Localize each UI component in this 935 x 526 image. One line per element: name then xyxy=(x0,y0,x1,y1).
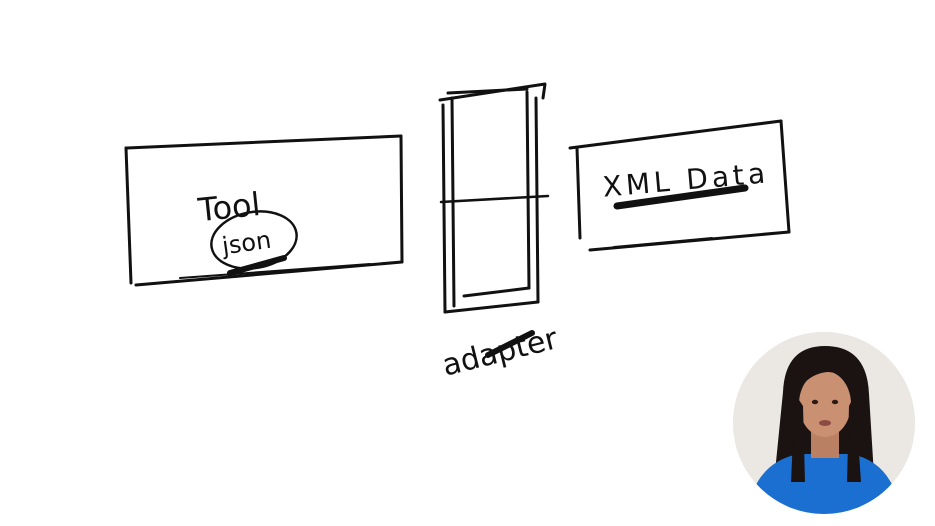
xml-box-bottom-stroke xyxy=(613,237,713,248)
xml-box-top-edge xyxy=(568,119,783,150)
xml-data-underline xyxy=(613,184,749,210)
adapter-underline xyxy=(485,330,535,358)
tool-box-top-edge xyxy=(124,134,403,150)
json-badge-label: json xyxy=(219,226,272,261)
adapter-label: adapter xyxy=(439,321,562,384)
json-underline xyxy=(227,255,287,276)
xml-box-left-edge xyxy=(575,146,582,240)
tool-title: Tool xyxy=(195,185,262,229)
adapter-inner-bottom xyxy=(462,286,531,298)
adapter-top-edge xyxy=(438,82,547,102)
adapter-bottom-edge xyxy=(443,300,540,314)
tool-box-right-edge xyxy=(399,134,404,264)
tool-box: Tool json xyxy=(124,134,404,287)
tool-box-left-edge xyxy=(124,146,133,285)
adapter-inner-top xyxy=(446,87,529,95)
tool-box-bottom-stroke xyxy=(179,263,371,279)
adapter-left-edge-outer xyxy=(441,103,447,314)
adapter-right-edge-outer xyxy=(534,96,540,304)
xml-box-right-edge xyxy=(779,119,791,234)
xml-data-box: XML Data xyxy=(568,119,791,252)
presenter-webcam xyxy=(733,332,915,514)
adapter-right-edge-inner xyxy=(525,90,531,290)
adapter-middle-line xyxy=(439,194,550,204)
presenter-avatar xyxy=(733,332,915,514)
adapter-shape: adapter xyxy=(438,82,562,384)
